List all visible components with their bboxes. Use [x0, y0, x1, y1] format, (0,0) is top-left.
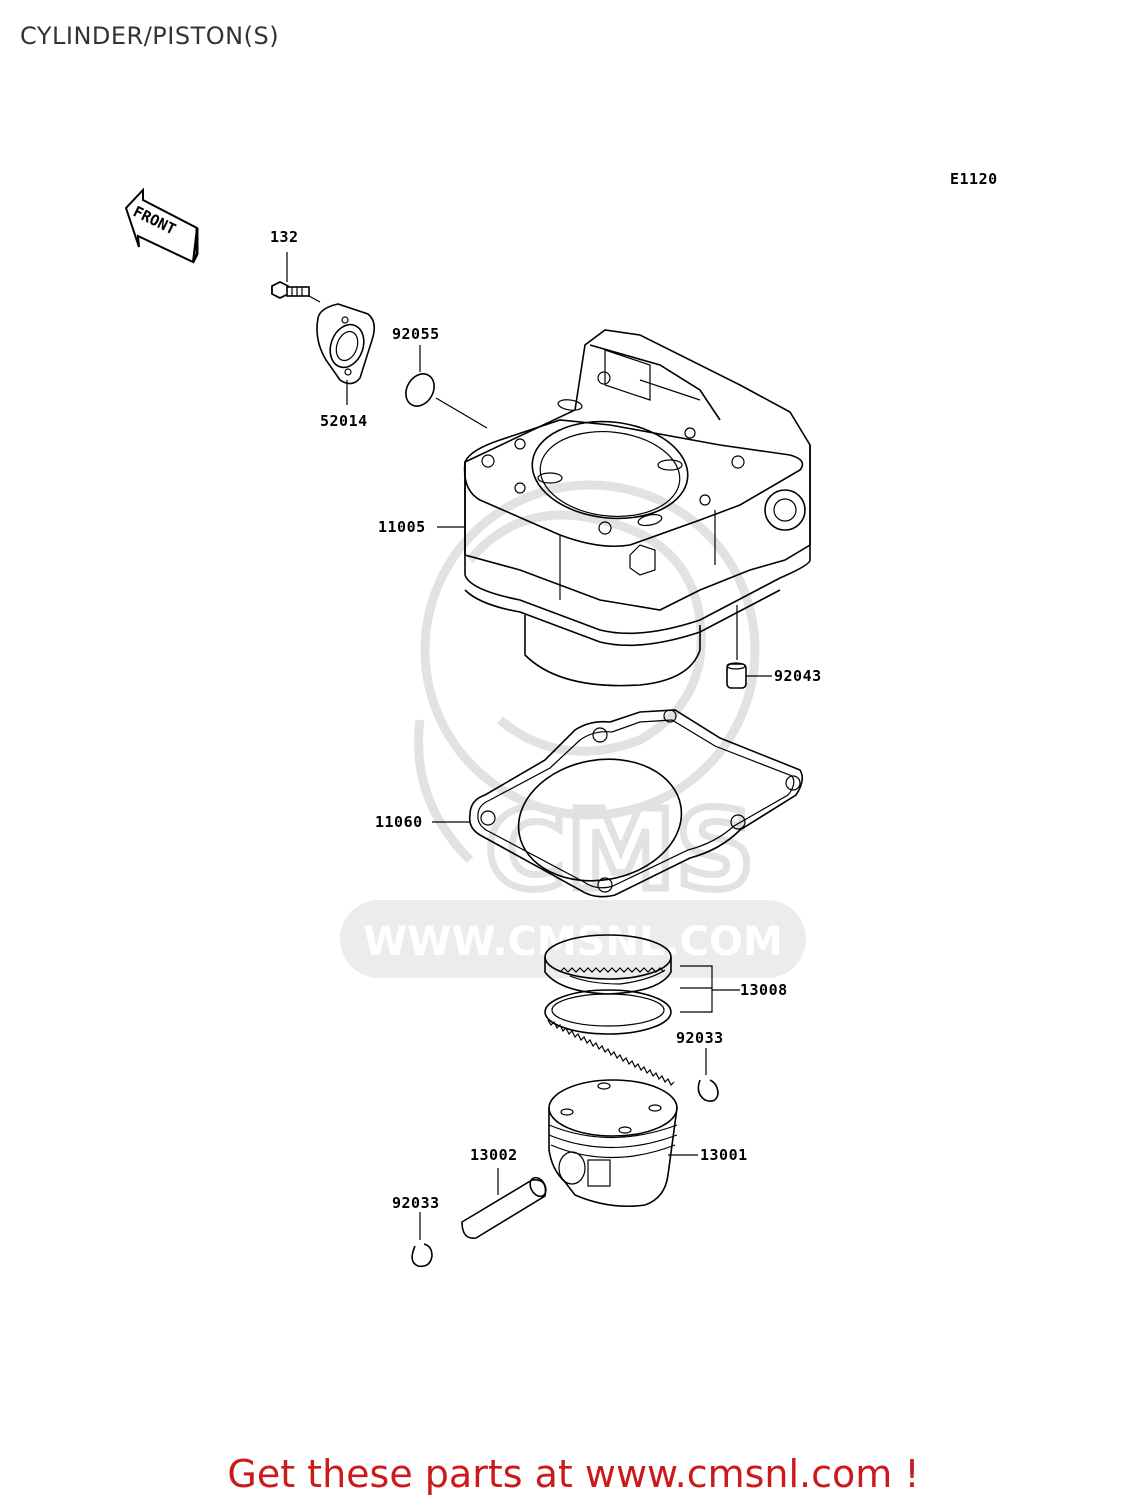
- label-11005: 11005: [378, 518, 426, 536]
- circlip-92033-upper: [697, 1048, 719, 1102]
- label-92043: 92043: [774, 667, 822, 685]
- label-92033-upper: 92033: [676, 1029, 724, 1047]
- parts-diagram: WWW.CMSNL.COM CMS E1120 FRONT 132 52014 …: [124, 170, 998, 1268]
- label-132: 132: [270, 228, 299, 246]
- label-11060: 11060: [375, 813, 423, 831]
- label-13008: 13008: [740, 981, 788, 999]
- footer-link[interactable]: Get these parts at www.cmsnl.com !: [227, 1452, 920, 1496]
- base-gasket-11060: [432, 709, 804, 898]
- label-52014: 52014: [320, 412, 368, 430]
- circlip-92033-lower: [411, 1212, 433, 1268]
- diagram-code: E1120: [950, 170, 998, 188]
- label-13002: 13002: [470, 1146, 518, 1164]
- front-arrow-icon: FRONT: [124, 187, 199, 264]
- piston-13001: [548, 1079, 698, 1208]
- label-13001: 13001: [700, 1146, 748, 1164]
- watermark-url: WWW.CMSNL.COM: [363, 919, 783, 965]
- bolt-132: [271, 252, 321, 303]
- label-92033-lower: 92033: [392, 1194, 440, 1212]
- page-title: CYLINDER/PISTON(S): [20, 22, 280, 50]
- piston-rings-13008: [544, 934, 740, 1087]
- dowel-pin-92043: [726, 605, 772, 689]
- cylinder-11005: [463, 329, 811, 687]
- fitting-52014: [316, 303, 376, 405]
- label-92055: 92055: [392, 325, 440, 343]
- piston-pin-13002: [461, 1168, 547, 1239]
- o-ring-92055: [405, 345, 488, 429]
